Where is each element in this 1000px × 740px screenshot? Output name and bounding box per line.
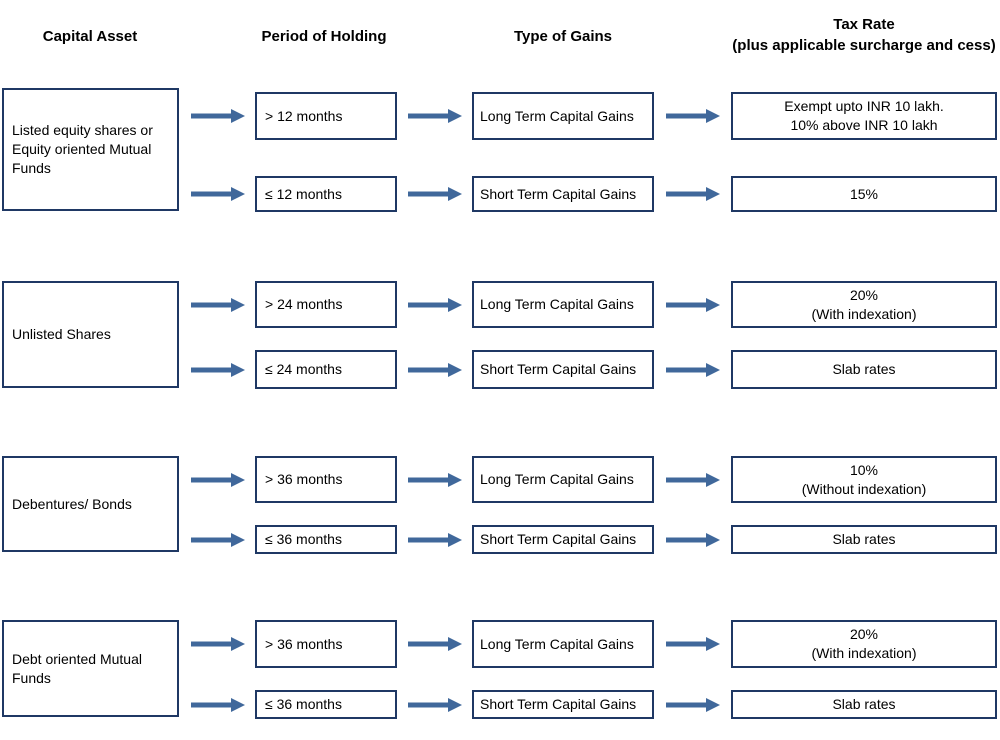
header-type-of-gains: Type of Gains — [513, 28, 613, 45]
tax-rate-line1: Slab rates — [832, 531, 896, 547]
tax-rate-line1: 20% — [849, 286, 879, 303]
gains-box: Short Term Capital Gains — [472, 690, 654, 719]
period-box: ≤ 12 months — [255, 176, 397, 212]
arrow-right-icon — [666, 297, 720, 312]
arrow-right-icon — [666, 109, 720, 123]
tax-rate-box: 20% (With indexation) — [731, 620, 997, 668]
arrow-right-icon — [408, 362, 462, 377]
period-box: > 24 months — [255, 281, 397, 328]
period-box: > 12 months — [255, 92, 397, 140]
header-tax-rate-line1: Tax Rate — [833, 16, 895, 33]
arrow-right-icon — [191, 297, 245, 312]
tax-rate-box: 15% — [731, 176, 997, 212]
arrow-right-icon — [408, 187, 462, 201]
tax-rate-line1: Exempt upto INR 10 lakh. — [784, 98, 944, 114]
tax-rate-line2: (Without indexation) — [801, 480, 927, 497]
arrow-right-icon — [408, 637, 462, 651]
period-box: > 36 months — [255, 620, 397, 668]
gains-box: Short Term Capital Gains — [472, 176, 654, 212]
arrow-right-icon — [191, 532, 245, 547]
tax-rate-line1: 15% — [849, 185, 879, 202]
arrow-right-icon — [666, 637, 720, 651]
period-box: > 36 months — [255, 456, 397, 503]
asset-box: Debentures/ Bonds — [2, 456, 179, 552]
gains-box: Long Term Capital Gains — [472, 456, 654, 503]
period-box: ≤ 36 months — [255, 525, 397, 554]
arrow-right-icon — [408, 697, 462, 712]
arrow-right-icon — [666, 697, 720, 712]
tax-rate-line1: Slab rates — [832, 361, 896, 377]
tax-rate-line1: 10% — [849, 461, 879, 478]
tax-rate-box: Slab rates — [731, 525, 997, 554]
tax-rate-box: Slab rates — [731, 690, 997, 719]
tax-rate-box: Exempt upto INR 10 lakh. 10% above INR 1… — [731, 92, 997, 140]
arrow-right-icon — [408, 109, 462, 123]
arrow-right-icon — [666, 532, 720, 547]
tax-rate-line1: 20% — [849, 626, 879, 642]
tax-rate-box: Slab rates — [731, 350, 997, 389]
arrow-right-icon — [666, 187, 720, 201]
tax-rate-line1: Slab rates — [832, 696, 896, 712]
arrow-right-icon — [191, 637, 245, 651]
period-box: ≤ 24 months — [255, 350, 397, 389]
arrow-right-icon — [191, 362, 245, 377]
arrow-right-icon — [191, 109, 245, 123]
tax-rate-box: 10% (Without indexation) — [731, 456, 997, 503]
arrow-right-icon — [408, 297, 462, 312]
gains-box: Long Term Capital Gains — [472, 92, 654, 140]
tax-rate-line2: (With indexation) — [811, 645, 917, 661]
tax-rate-line2: (With indexation) — [811, 305, 917, 322]
arrow-right-icon — [191, 472, 245, 487]
asset-box: Debt oriented Mutual Funds — [2, 620, 179, 717]
arrow-right-icon — [191, 697, 245, 712]
gains-box: Long Term Capital Gains — [472, 281, 654, 328]
gains-box: Short Term Capital Gains — [472, 525, 654, 554]
asset-box: Unlisted Shares — [2, 281, 179, 388]
header-capital-asset: Capital Asset — [42, 28, 138, 45]
asset-box: Listed equity shares or Equity oriented … — [2, 88, 179, 211]
header-period-of-holding: Period of Holding — [261, 28, 387, 45]
tax-rate-box: 20% (With indexation) — [731, 281, 997, 328]
arrow-right-icon — [666, 362, 720, 377]
arrow-right-icon — [408, 472, 462, 487]
gains-box: Short Term Capital Gains — [472, 350, 654, 389]
header-tax-rate: Tax Rate (plus applicable surcharge and … — [723, 14, 1000, 56]
arrow-right-icon — [408, 532, 462, 547]
header-tax-rate-line2: (plus applicable surcharge and cess) — [732, 37, 996, 54]
arrow-right-icon — [191, 187, 245, 201]
arrow-right-icon — [666, 472, 720, 487]
tax-rate-line2: 10% above INR 10 lakh — [790, 117, 938, 133]
period-box: ≤ 36 months — [255, 690, 397, 719]
gains-box: Long Term Capital Gains — [472, 620, 654, 668]
